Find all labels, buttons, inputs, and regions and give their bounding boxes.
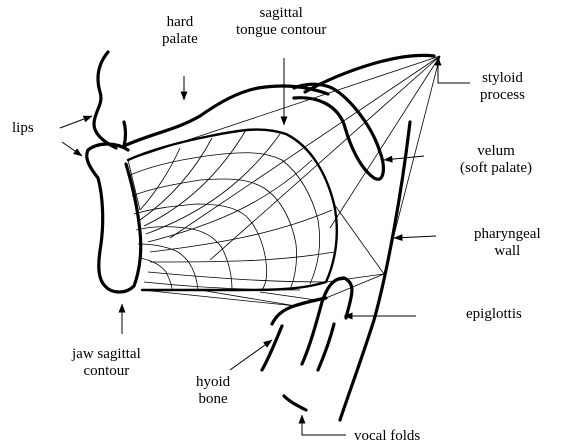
- label-pharyngeal-wall: pharyngeal wall: [474, 226, 541, 260]
- arrow-lips-upper: [60, 116, 92, 128]
- vocal-folds-contour: [284, 396, 306, 410]
- pharyngeal-wall-contour: [340, 122, 410, 420]
- label-vocal-folds: vocal folds: [354, 428, 420, 445]
- label-epiglottis: epiglottis: [466, 306, 522, 323]
- label-styloid-process: styloid process: [480, 70, 525, 104]
- arrow-styloid-process: [438, 57, 470, 83]
- label-jaw-sagittal-contour: jaw sagittal contour: [72, 346, 141, 380]
- larynx-front-contour: [262, 326, 282, 370]
- hard-palate-contour: [124, 86, 328, 146]
- jaw-sagittal-contour-line: [87, 144, 141, 292]
- arrow-lips-lower: [62, 142, 82, 156]
- label-hyoid-bone: hyoid bone: [196, 374, 230, 408]
- label-velum: velum (soft palate): [460, 143, 532, 177]
- label-sagittal-tongue-contour: sagittal tongue contour: [236, 5, 326, 39]
- label-lips: lips: [12, 120, 34, 137]
- arrow-pharyngeal-wall: [394, 236, 436, 238]
- larynx-back-contour: [318, 324, 334, 370]
- label-hard-palate: hard palate: [162, 14, 198, 48]
- upper-lip-contour: [94, 52, 116, 148]
